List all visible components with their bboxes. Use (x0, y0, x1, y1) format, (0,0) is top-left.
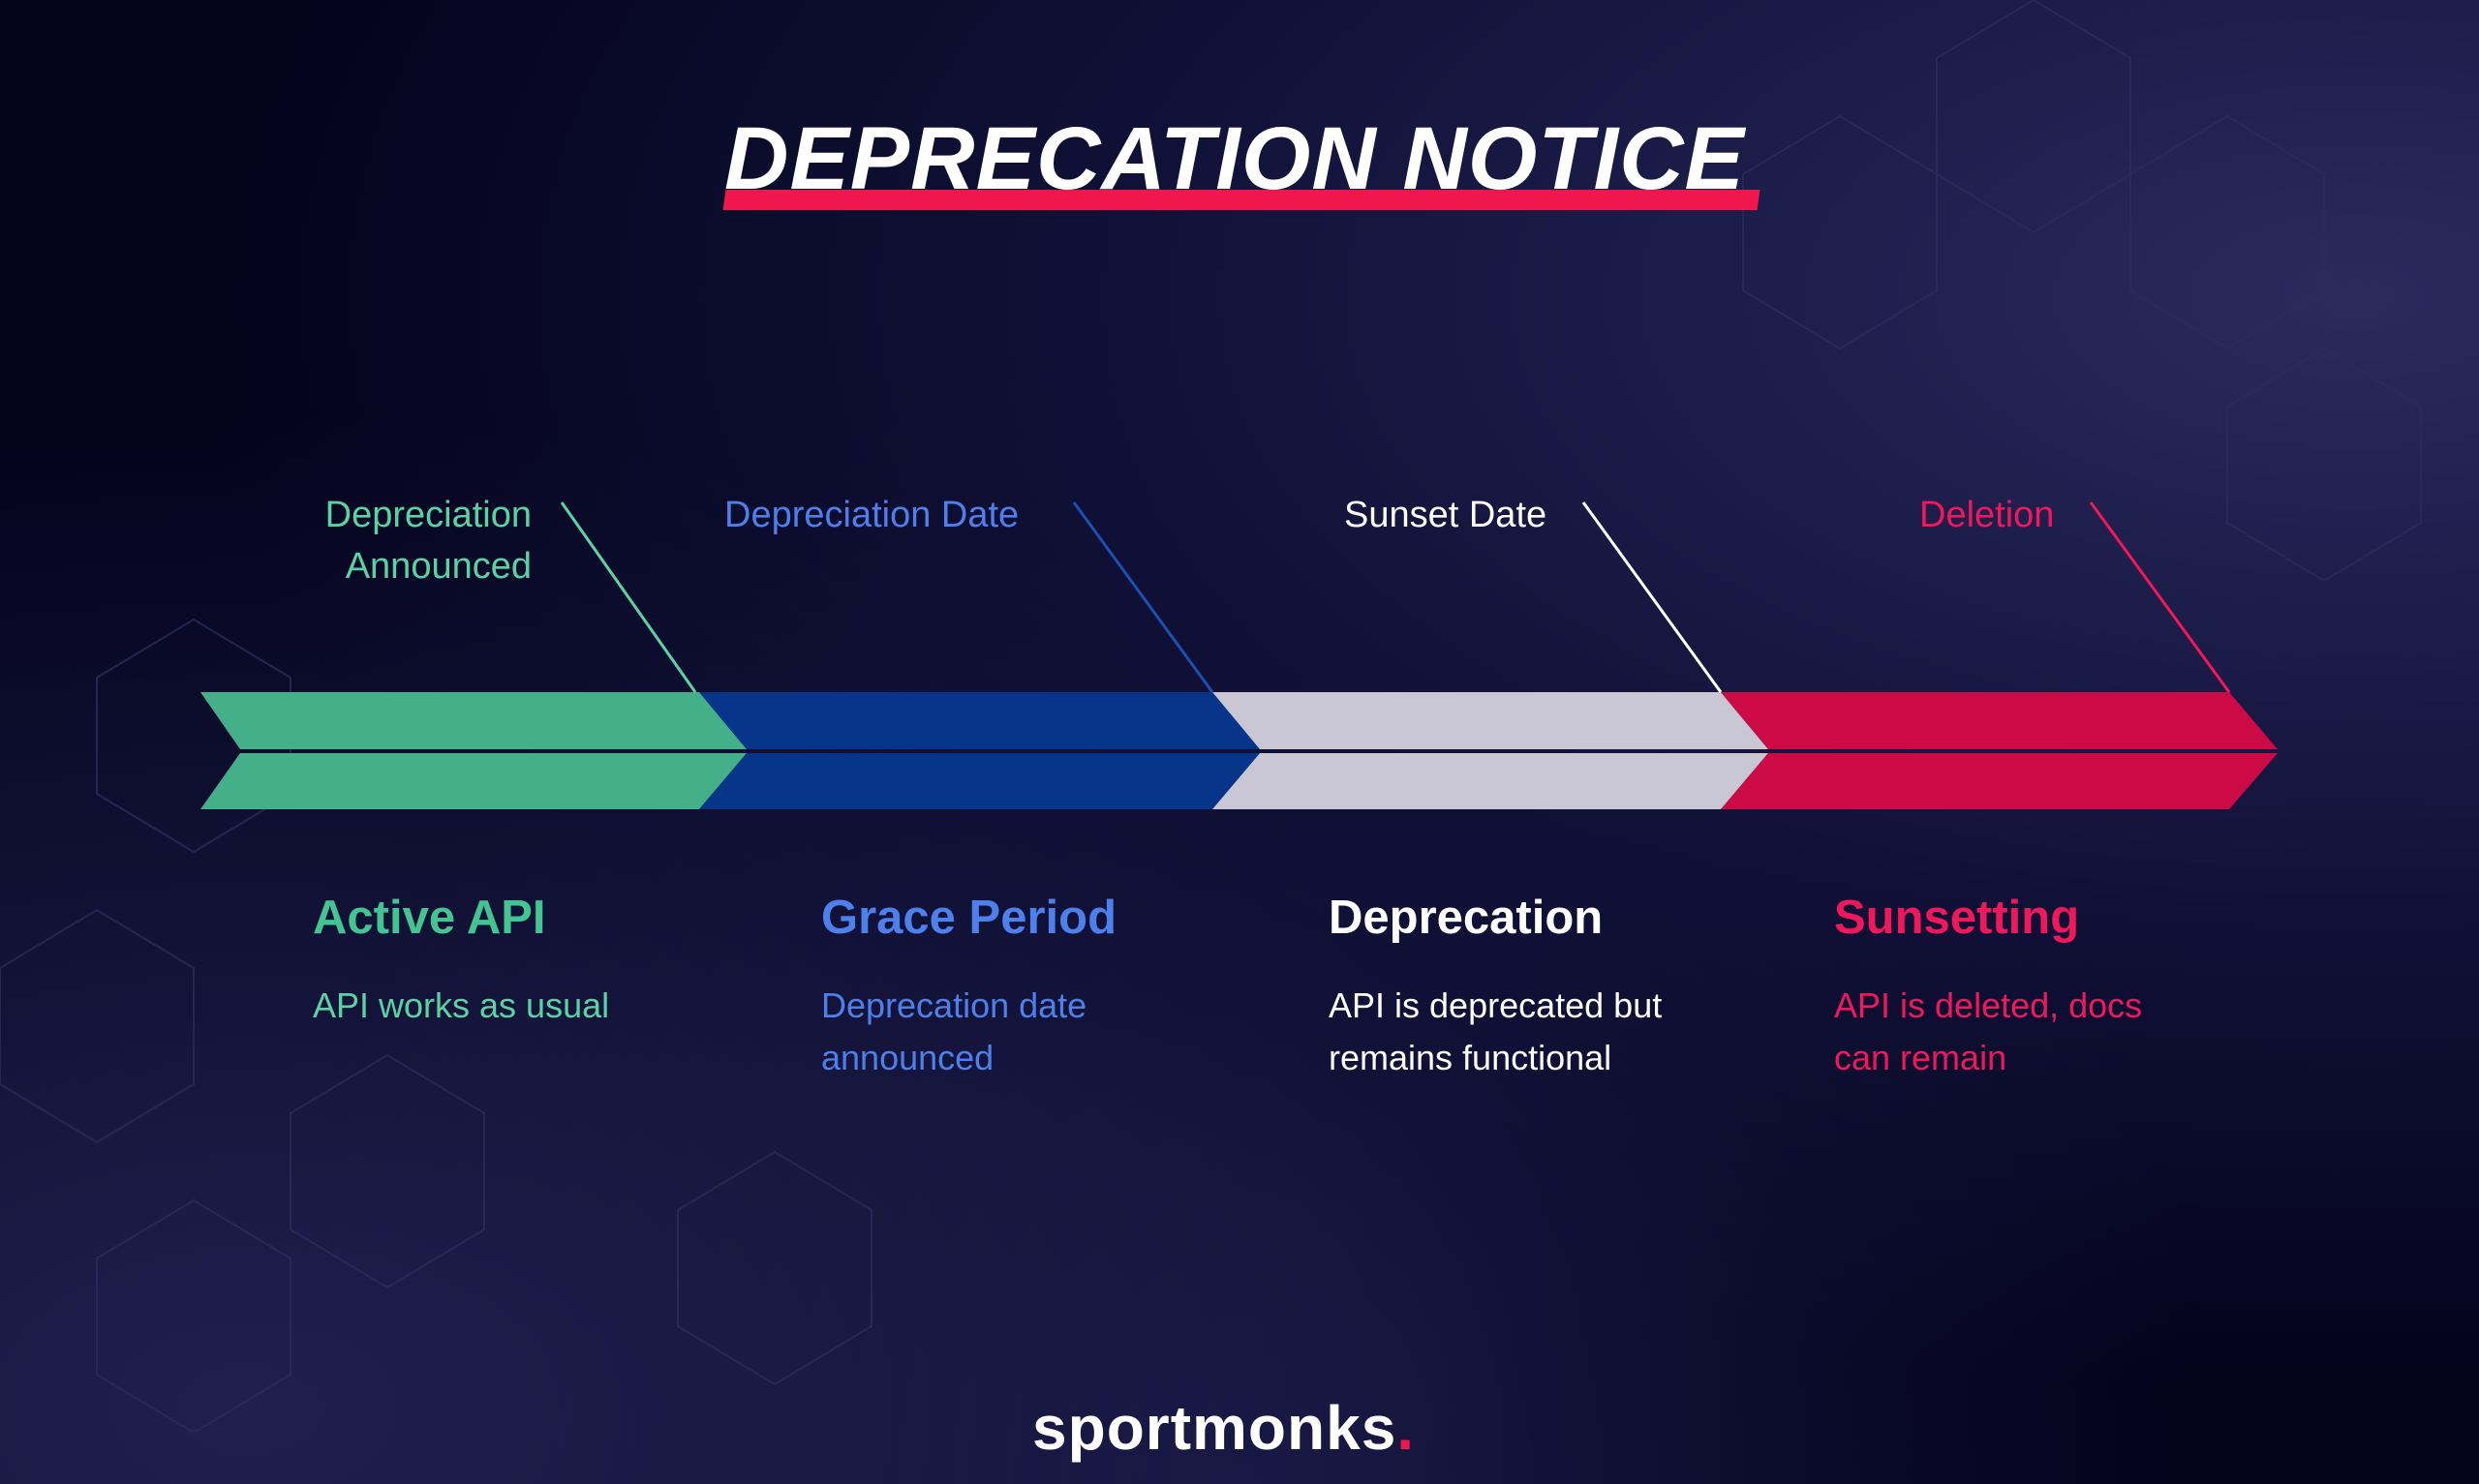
segment-grace-top (699, 692, 1260, 749)
segment-grace-bottom (699, 753, 1260, 809)
page-title: DEPRECATION NOTICE (724, 109, 1745, 208)
phase-description-active: API works as usual (313, 985, 610, 1025)
phase-description-sunsetting: API is deleted, docs can remain (1834, 985, 2143, 1077)
sportmonks-logo: sportmonks. (1032, 1392, 1415, 1464)
milestone-pointer-sunset-date (1581, 501, 1723, 693)
milestone-label-deletion: Deletion (1919, 495, 2055, 535)
phase-heading-grace: Grace Period (821, 892, 1117, 944)
logo-text: sportmonks (1032, 1393, 1397, 1463)
milestone-label-sunset-date: Sunset Date (1344, 495, 1547, 535)
segment-sunsetting-bottom (1721, 753, 2278, 809)
milestone-label-line: Announced (345, 546, 532, 587)
phase-heading-active: Active API (313, 892, 546, 944)
logo-dot: . (1396, 1393, 1416, 1463)
milestone-label-line: Depreciation (324, 495, 532, 535)
milestone-pointer-deletion (2089, 501, 2231, 693)
segment-deprecation-bottom (1212, 753, 1768, 809)
milestone-label-depreciation-date: Depreciation Date (724, 495, 1020, 535)
phase-description-deprecation: API is deprecated but remains functional (1329, 985, 1663, 1077)
hex-pattern (0, 0, 2422, 1435)
segment-deprecation-top (1212, 692, 1768, 749)
phase-heading-deprecation: Deprecation (1329, 892, 1604, 944)
segment-sunsetting-top (1721, 692, 2278, 749)
phase-description-grace: Deprecation date announced (821, 985, 1087, 1077)
milestone-pointer-depreciation-date (1072, 501, 1214, 693)
milestone-label-announced: Depreciation Announced (325, 490, 532, 592)
segment-active-bottom (200, 753, 747, 809)
milestone-pointer-announced (560, 501, 697, 693)
segment-active-top (200, 692, 747, 749)
phase-heading-sunsetting: Sunsetting (1834, 892, 2080, 944)
